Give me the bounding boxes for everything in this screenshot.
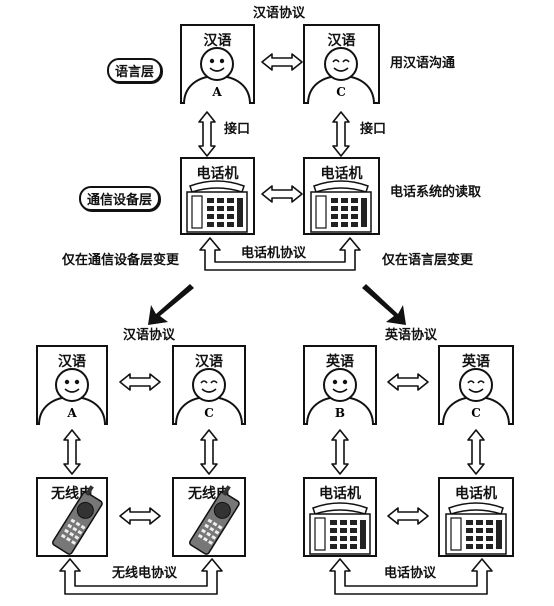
bl-radio-arrow — [119, 507, 161, 525]
bl-protocol-arrow — [59, 558, 223, 595]
br-protocol-label: 电话协议 — [384, 566, 437, 581]
arrow-down-right-icon — [362, 284, 406, 325]
top-phone-left-label: 电话机 — [196, 166, 239, 182]
br-phone-arrow — [387, 507, 429, 525]
interface-label-right: 接口 — [360, 122, 387, 137]
top-phone-arrow — [261, 185, 303, 203]
br-person-c-lang: 英语 — [462, 354, 490, 370]
top-lang-arrow — [261, 53, 303, 71]
comm-layer-label: 通信设备层 — [79, 186, 161, 211]
arrow-down-left-icon — [148, 284, 194, 325]
change-lang-layer-text: 仅在语言层变更 — [382, 253, 474, 268]
br-protocol-title: 英语协议 — [385, 328, 438, 343]
top-person-c-letter: C — [336, 85, 346, 99]
bl-protocol-label: 无线电协议 — [112, 566, 178, 581]
br-phone-right-label: 电话机 — [455, 486, 497, 502]
bl-protocol-title: 汉语协议 — [123, 328, 176, 343]
bl-person-arrow — [119, 373, 161, 391]
interface-label-left: 接口 — [224, 122, 251, 137]
br-protocol-arrow — [329, 558, 493, 595]
language-layer-label: 语言层 — [107, 58, 163, 83]
br-right-vertical-arrow — [467, 429, 485, 475]
top-phone-right-icon — [310, 180, 372, 233]
bl-radio-right-icon — [187, 483, 246, 556]
top-phone-protocol-arrow — [199, 237, 361, 271]
bl-left-vertical-arrow — [63, 429, 81, 475]
bl-radio-left-icon — [50, 483, 109, 556]
bl-radio-right-box: 无线电 — [172, 477, 246, 557]
top-person-a-letter: A — [211, 85, 222, 99]
br-left-vertical-arrow — [331, 429, 349, 475]
top-person-a-lang: 汉语 — [203, 33, 232, 49]
top-person-c-lang: 汉语 — [327, 33, 356, 49]
br-phone-left-icon — [309, 502, 371, 555]
top-phone-protocol-label: 电话机协议 — [241, 246, 307, 261]
bl-person-c-letter: C — [204, 406, 214, 420]
br-person-arrow — [387, 373, 429, 391]
br-phone-right-icon — [445, 502, 507, 555]
bl-right-vertical-arrow — [200, 429, 218, 475]
br-person-b-lang: 英语 — [326, 354, 354, 370]
phone-system-label: 电话系统的读取 — [390, 185, 482, 200]
bl-person-a-letter: A — [66, 406, 77, 420]
top-protocol-title: 汉语协议 — [253, 6, 306, 21]
bl-person-c-lang: 汉语 — [195, 354, 223, 370]
top-right-interface-arrow — [332, 111, 350, 157]
change-comm-layer-text: 仅在通信设备层变更 — [62, 253, 180, 268]
bl-person-a-lang: 汉语 — [58, 354, 86, 370]
use-chinese-label: 用汉语沟通 — [390, 56, 456, 71]
br-person-b-letter: B — [335, 406, 345, 420]
br-phone-left-label: 电话机 — [319, 486, 361, 502]
top-left-interface-arrow — [198, 111, 216, 157]
top-phone-left-icon — [186, 180, 248, 233]
br-person-c-letter: C — [471, 406, 481, 420]
top-phone-right-label: 电话机 — [320, 166, 363, 182]
